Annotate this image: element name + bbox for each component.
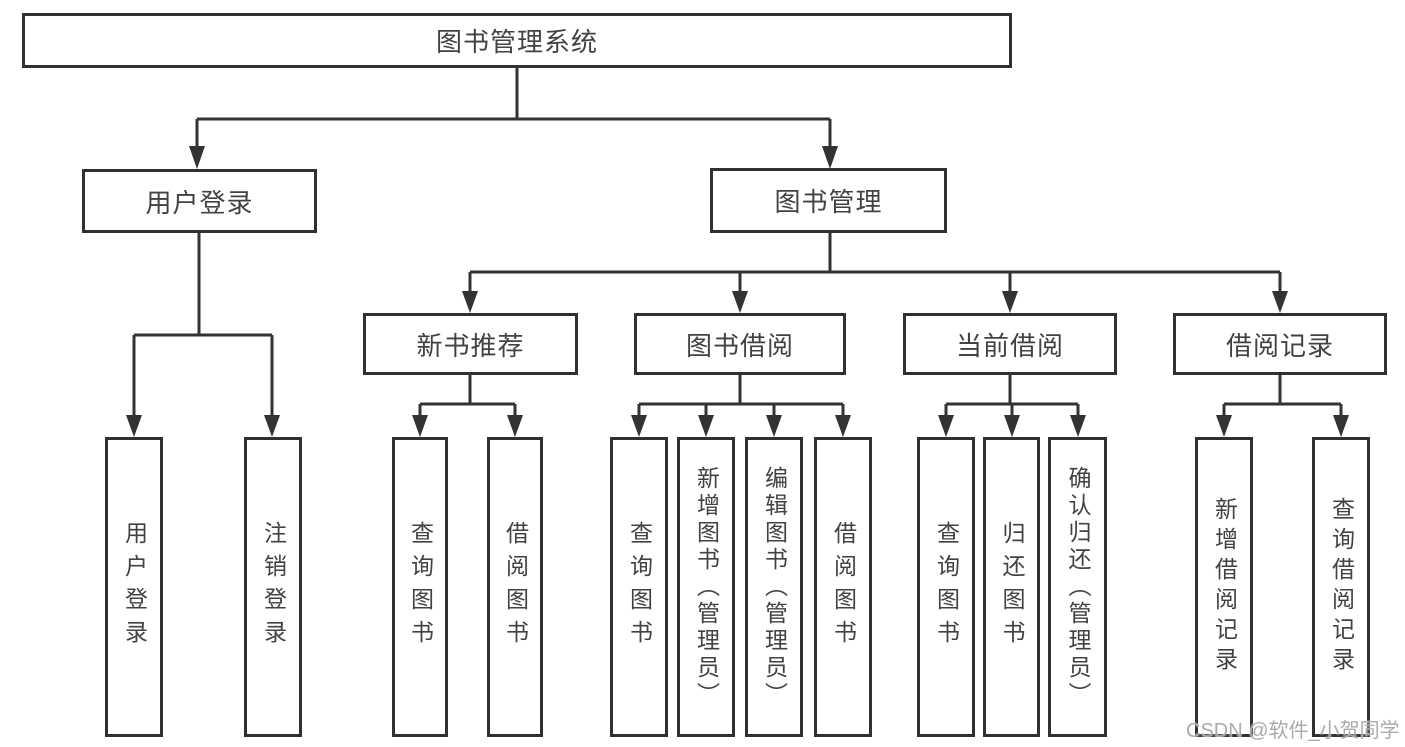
csdn-watermark: CSDN @软件_小贺同学 [1186, 720, 1400, 742]
node-leaf-user-login: 用户登录 [105, 437, 163, 737]
node-leaf-query-book-recommend: 查询图书 [392, 437, 448, 737]
node-leaf-query-borrow-record: 查询借阅记录 [1312, 437, 1370, 737]
node-book-management: 图书管理 [710, 168, 947, 233]
node-leaf-return-book: 归还图书 [983, 437, 1040, 737]
node-leaf-borrow-book-recommend: 借阅图书 [487, 437, 543, 737]
node-user-login-branch: 用户登录 [82, 169, 317, 233]
node-book-borrow: 图书借阅 [634, 313, 846, 375]
node-leaf-logout: 注销登录 [244, 437, 302, 737]
node-new-book-recommend: 新书推荐 [363, 313, 578, 375]
node-leaf-borrow-book: 借阅图书 [814, 437, 872, 737]
node-current-borrow: 当前借阅 [903, 313, 1117, 375]
node-leaf-add-borrow-record: 新增借阅记录 [1195, 437, 1253, 737]
node-leaf-add-book-admin: 新增图书（管理员） [677, 437, 735, 737]
node-leaf-edit-book-admin: 编辑图书（管理员） [745, 437, 803, 737]
node-leaf-query-book-current: 查询图书 [917, 437, 975, 737]
node-leaf-confirm-return-admin: 确认归还（管理员） [1048, 437, 1107, 737]
node-root: 图书管理系统 [22, 13, 1012, 68]
node-borrow-records: 借阅记录 [1173, 313, 1387, 375]
arrowhead-group [126, 146, 1349, 437]
node-leaf-query-book-borrow: 查询图书 [610, 437, 668, 737]
